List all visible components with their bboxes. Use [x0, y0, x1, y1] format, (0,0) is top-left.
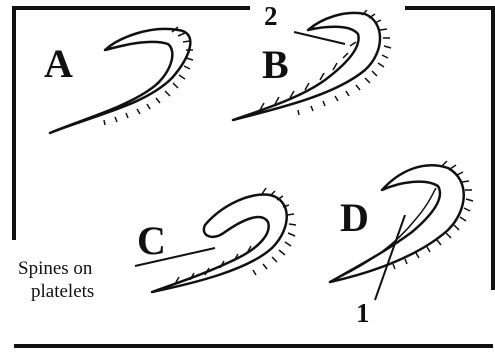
structure-b	[233, 10, 391, 120]
panel-label-a: A	[44, 44, 73, 84]
spines-label-line1: Spines on	[18, 258, 92, 280]
spines-label-line2: platelets	[31, 281, 94, 303]
panel-label-c: C	[137, 221, 166, 261]
structure-c	[152, 188, 296, 292]
panel-label-b: B	[262, 45, 289, 85]
callout-number-1: 1	[356, 300, 370, 327]
panel-label-d: D	[340, 198, 369, 238]
structure-b-body	[233, 13, 380, 120]
callout-number-2: 2	[264, 3, 278, 30]
leader-2	[294, 32, 345, 44]
structure-c-body	[152, 195, 287, 292]
